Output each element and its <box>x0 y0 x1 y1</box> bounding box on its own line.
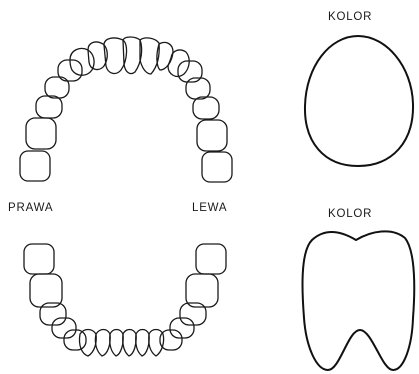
color-tooth-label: KOLOR <box>328 208 372 220</box>
color-oval-swatch[interactable] <box>305 36 413 166</box>
color-oval-label: KOLOR <box>328 11 372 23</box>
left-side-label: LEWA <box>192 202 227 214</box>
color-tooth-swatch[interactable] <box>302 231 414 370</box>
right-side-label: PRAWA <box>8 202 53 214</box>
